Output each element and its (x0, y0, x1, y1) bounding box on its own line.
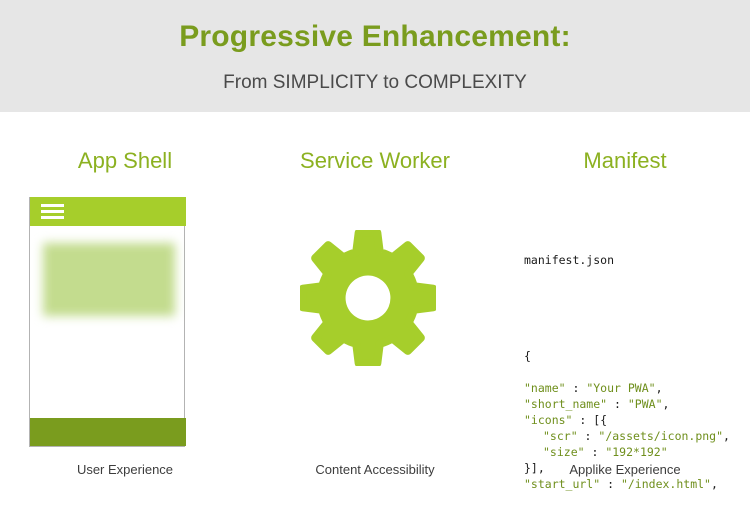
column-heading-app-shell: App Shell (77, 148, 173, 173)
manifest-token-string: "Your PWA" (586, 381, 656, 395)
manifest-token-punct: }], (524, 461, 545, 475)
manifest-code-line: "scr" : "/assets/icon.png", (524, 428, 750, 444)
manifest-code-line: "short_name" : "PWA", (524, 396, 750, 412)
manifest-token-punct: , (710, 477, 718, 491)
column-service-worker: Service Worker Content Accessibility (250, 112, 500, 513)
manifest-code-line: "icons" : [{ (524, 412, 750, 428)
manifest-token-punct: : (577, 429, 599, 443)
manifest-token-string: "short_name" (524, 397, 608, 411)
manifest-code-line: }], (524, 460, 750, 476)
manifest-json-lines: { "name" : "Your PWA","short_name" : "PW… (524, 348, 750, 492)
manifest-token-string: "PWA" (627, 397, 663, 411)
manifest-token-punct: { (524, 349, 531, 363)
manifest-filename: manifest.json (524, 253, 615, 267)
gear-hub (345, 275, 391, 321)
manifest-code-line: "size" : "192*192" (524, 444, 750, 460)
hamburger-bar-3 (41, 216, 64, 219)
manifest-token-string: "size" (543, 445, 585, 459)
phone-mockup (29, 197, 186, 447)
column-caption-service-worker: Content Accessibility (315, 462, 435, 477)
column-manifest: Manifest manifest.json { "name" : "Your … (500, 112, 750, 513)
page-title: Progressive Enhancement: (179, 20, 571, 53)
page-subtitle: From SIMPLICITY to COMPLEXITY (223, 72, 527, 93)
manifest-token-string: "start_url" (524, 477, 601, 491)
manifest-token-punct: : (565, 381, 587, 395)
manifest-token-string: "icons" (524, 413, 573, 427)
phone-footer-bar (30, 418, 186, 446)
gear-icon (300, 230, 436, 366)
manifest-token-string: "/assets/icon.png" (598, 429, 724, 443)
manifest-token-punct: : (600, 477, 621, 491)
column-heading-service-worker: Service Worker (300, 148, 450, 173)
manifest-token-string: "scr" (543, 429, 578, 443)
manifest-code-line: "name" : "Your PWA", (524, 380, 750, 396)
manifest-code-line: { (524, 348, 750, 364)
manifest-code-line: "start_url" : "/index.html", (524, 476, 750, 492)
hamburger-bar-1 (41, 204, 64, 207)
columns-container: App Shell User Experience Service Worker (0, 112, 750, 513)
manifest-token-punct: , (662, 397, 670, 411)
header-band (0, 0, 750, 112)
column-caption-manifest: Applike Experience (569, 462, 681, 477)
hamburger-bar-2 (41, 210, 64, 213)
manifest-token-string: "192*192" (605, 445, 668, 459)
manifest-token-punct: : (584, 445, 606, 459)
column-caption-app-shell: User Experience (76, 462, 174, 477)
column-heading-manifest: Manifest (583, 148, 667, 173)
manifest-code-block: manifest.json { "name" : "Your PWA","sho… (524, 220, 750, 524)
manifest-token-string: "/index.html" (620, 477, 711, 491)
phone-app-bar (30, 197, 186, 226)
manifest-code-line (524, 364, 750, 380)
hamburger-menu-icon[interactable] (41, 204, 64, 220)
manifest-token-punct: : (607, 397, 628, 411)
manifest-token-string: "name" (524, 381, 566, 395)
manifest-token-punct: , (723, 429, 730, 443)
phone-content-placeholder (43, 243, 175, 316)
manifest-spacer (524, 300, 750, 316)
manifest-token-punct: : [{ (572, 413, 608, 427)
column-app-shell: App Shell User Experience (0, 112, 250, 513)
manifest-token-punct: , (655, 381, 663, 395)
